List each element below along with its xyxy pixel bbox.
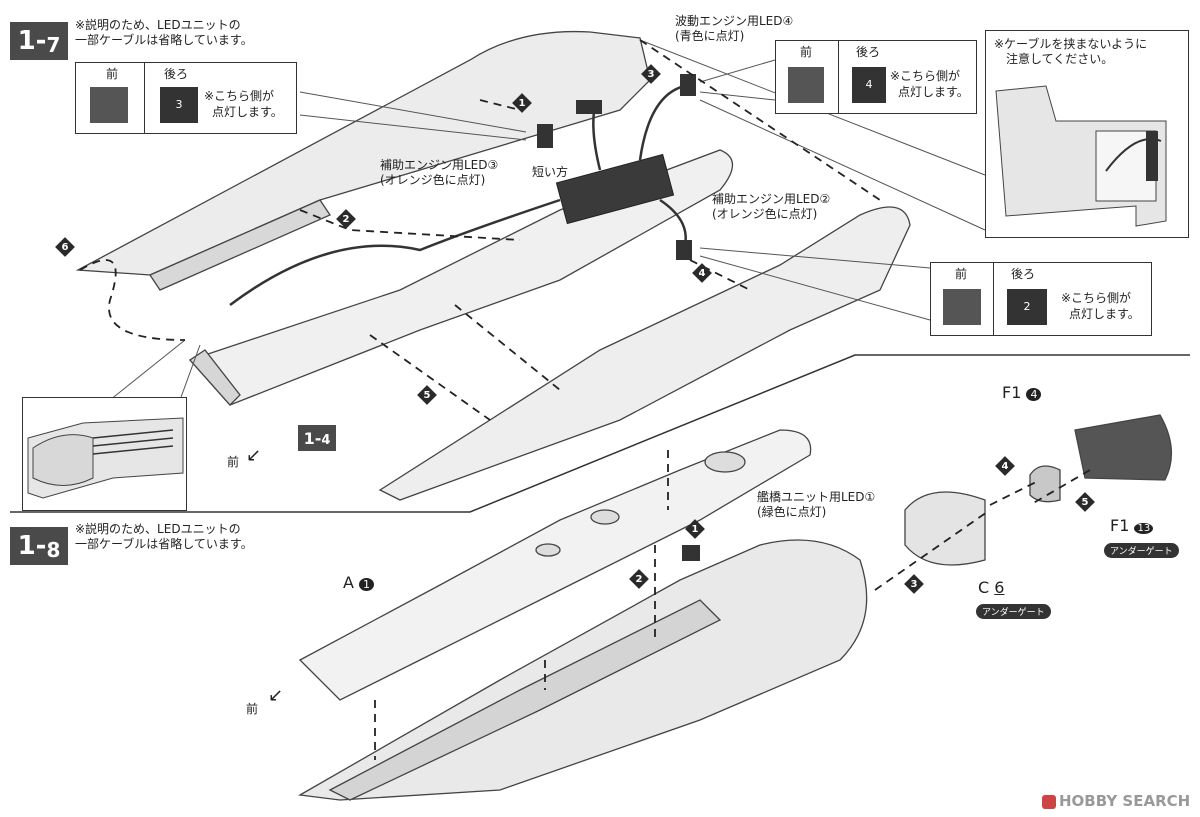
led1-label: 艦橋ユニット用LED① (緑色に点灯) [757, 490, 875, 520]
step7-ref-badge: 1-4 [298, 425, 336, 451]
part-letter: C [978, 578, 990, 597]
part-f1-bottom-label: F1 13 [1110, 516, 1154, 536]
note-line: ※説明のため、LEDユニットの [75, 18, 241, 32]
part-number: 6 [994, 578, 1005, 597]
box-front-label: 前 [800, 45, 813, 59]
part-number: 1 [359, 578, 375, 591]
led4-title: 波動エンジン用LED④ [675, 14, 794, 28]
led4-sub: (青色に点灯) [675, 29, 745, 43]
note-line: 一部ケーブルは省略しています。 [75, 33, 253, 47]
led1-sub: (緑色に点灯) [757, 505, 827, 519]
step-1-8-badge: 1-8 [10, 527, 68, 565]
led3-box: 前 後ろ 3 ※こちら側が 点灯します。 [75, 62, 297, 134]
front-arrow-icon: ↙ [246, 445, 262, 466]
box-divider [144, 63, 145, 133]
note-line: ※説明のため、LEDユニットの [75, 522, 241, 536]
box-back-label: 後ろ [164, 67, 189, 81]
led2-box: 前 後ろ 2 ※こちら側が 点灯します。 [930, 262, 1152, 336]
box-front-label: 前 [106, 67, 119, 81]
led2-title: 補助エンジン用LED② [712, 192, 831, 206]
step-divider [10, 354, 1190, 513]
led-back-chip: 2 [1007, 289, 1047, 325]
led3-label: 補助エンジン用LED③ (オレンジ色に点灯) [380, 158, 498, 188]
led4-lit-note-1: ※こちら側が [890, 69, 961, 83]
led-unit-box [555, 153, 675, 225]
cable-note-1: ※ケーブルを挟まないように [994, 37, 1148, 51]
detail-inset [22, 397, 187, 511]
step-badge-main: 1- [17, 26, 47, 56]
led4-lit-note-2: 点灯します。 [898, 85, 969, 99]
box-back-label: 後ろ [856, 45, 881, 59]
ship-hull-part [378, 206, 911, 501]
part-letter: F1 [1110, 516, 1130, 535]
step-1-7-badge: 1-7 [10, 22, 68, 60]
step-1-8-note: ※説明のため、LEDユニットの 一部ケーブルは省略しています。 [75, 522, 253, 552]
led3-lit-note-2: 点灯します。 [212, 105, 283, 119]
connector-3 [537, 124, 553, 148]
led1-title: 艦橋ユニット用LED① [757, 490, 876, 504]
box-front-label: 前 [955, 267, 968, 281]
part-c-label: C 6 [978, 578, 1005, 597]
assembly-guides [79, 39, 881, 421]
step-1-7-note: ※説明のため、LEDユニットの 一部ケーブルは省略しています。 [75, 18, 253, 48]
under-gate-badge-c: アンダーゲート [976, 604, 1051, 619]
led4-box: 前 後ろ 4 ※こちら側が 点灯します。 [775, 40, 977, 114]
note-line: 一部ケーブルは省略しています。 [75, 537, 253, 551]
part-a-label: A 1 [343, 573, 375, 592]
led-front-chip [788, 67, 824, 103]
step-badge-num: 7 [46, 33, 61, 57]
led2-sub: (オレンジ色に点灯) [712, 207, 818, 221]
upper-hull-part [75, 30, 651, 291]
connector-4 [680, 74, 696, 96]
led2-lit-note-2: 点灯します。 [1069, 307, 1140, 321]
box-back-label: 後ろ [1011, 267, 1036, 281]
step-badge-main: 1- [17, 531, 47, 561]
box-divider [838, 41, 839, 113]
watermark-icon [1042, 794, 1056, 809]
short-side-label: 短い方 [532, 165, 569, 179]
led-front-chip [90, 87, 128, 123]
connector-short [576, 100, 602, 114]
connector-2 [676, 240, 692, 260]
led1-connector [682, 545, 700, 561]
led3-sub: (オレンジ色に点灯) [380, 173, 486, 187]
cable-inset-art [995, 85, 1167, 227]
watermark: HOBBY SEARCH [1042, 792, 1190, 810]
step8-front-label: 前 [246, 702, 259, 716]
box-divider [993, 263, 994, 335]
part-f1-top-label: F1 4 [1002, 383, 1042, 402]
step7-front-label: 前 [227, 455, 240, 469]
ref-badge-main: 1- [303, 428, 322, 448]
cable-note-2: 注意してください。 [1006, 52, 1114, 66]
part-letter: A [343, 573, 354, 592]
ref-badge-num: 4 [321, 432, 331, 448]
part-letter: F1 [1002, 383, 1022, 402]
led-back-chip: 3 [160, 87, 198, 123]
led2-lit-note-1: ※こちら側が [1061, 291, 1132, 305]
under-gate-badge-f1: アンダーゲート [1104, 543, 1179, 558]
led3-title: 補助エンジン用LED③ [380, 158, 499, 172]
part-number: 4 [1026, 388, 1042, 401]
part-number: 13 [1134, 523, 1154, 534]
led4-label: 波動エンジン用LED④ (青色に点灯) [675, 14, 793, 44]
detail-inset-art [27, 417, 184, 499]
step-badge-num: 8 [46, 538, 61, 562]
front-arrow-icon: ↙ [268, 685, 284, 706]
led2-label: 補助エンジン用LED② (オレンジ色に点灯) [712, 192, 830, 222]
watermark-text: HOBBY SEARCH [1059, 792, 1191, 810]
led-front-chip [943, 289, 981, 325]
assembly-guides [374, 450, 1091, 760]
led-back-chip: 4 [852, 67, 886, 103]
deck-part [298, 429, 812, 701]
cable-caution-inset: ※ケーブルを挟まないように 注意してください。 [985, 30, 1189, 238]
main-hull-part [297, 539, 868, 801]
led3-lit-note-1: ※こちら側が [204, 89, 275, 103]
